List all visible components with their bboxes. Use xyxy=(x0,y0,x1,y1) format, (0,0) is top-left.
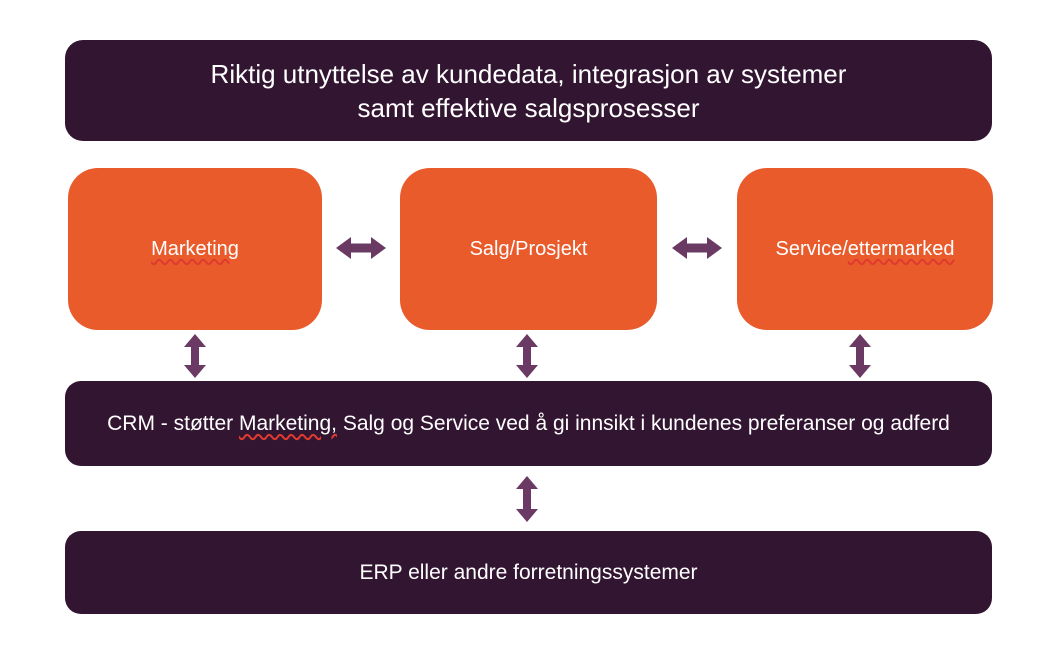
process-box-salg-prosjekt: Salg/Prosjekt xyxy=(400,168,657,330)
label-spellcheck-flagged: ettermarked xyxy=(847,237,955,260)
vertical-double-arrow-icon xyxy=(849,334,871,383)
crm-bar-text: CRM - støtter Marketing, Salg og Service… xyxy=(107,412,950,436)
label-prefix: Service/ xyxy=(775,237,848,260)
process-box-service-ettermarked: Service/ettermarked xyxy=(737,168,993,330)
process-box-service-label: Service/ettermarked xyxy=(776,238,955,261)
vertical-double-arrow-icon xyxy=(516,476,538,527)
title-line-2: samt effektive salgsprosesser xyxy=(357,92,700,123)
crm-bar: CRM - støtter Marketing, Salg og Service… xyxy=(65,381,992,466)
label-spellcheck-flagged: Marketing xyxy=(151,237,239,260)
horizontal-double-arrow-icon xyxy=(672,236,722,265)
crm-text-spellcheck-flagged: Marketing, xyxy=(238,411,337,435)
vertical-double-arrow-icon xyxy=(184,334,206,383)
vertical-double-arrow-icon xyxy=(516,334,538,383)
label-prefix: Salg/Prosjekt xyxy=(469,237,588,260)
title-line-1: Riktig utnyttelse av kundedata, integras… xyxy=(210,58,847,89)
horizontal-double-arrow-icon xyxy=(336,236,386,265)
crm-text-suffix: Salg og Service ved å gi innsikt i kunde… xyxy=(337,411,950,435)
process-box-marketing: Marketing xyxy=(68,168,322,330)
title-banner: Riktig utnyttelse av kundedata, integras… xyxy=(65,40,992,141)
erp-bar-label: ERP eller andre forretningssystemer xyxy=(359,560,698,584)
erp-bar: ERP eller andre forretningssystemer xyxy=(65,531,992,614)
process-box-salg-label: Salg/Prosjekt xyxy=(470,238,588,261)
process-box-marketing-label: Marketing xyxy=(151,238,239,261)
crm-text-prefix: CRM - støtter xyxy=(107,411,239,435)
